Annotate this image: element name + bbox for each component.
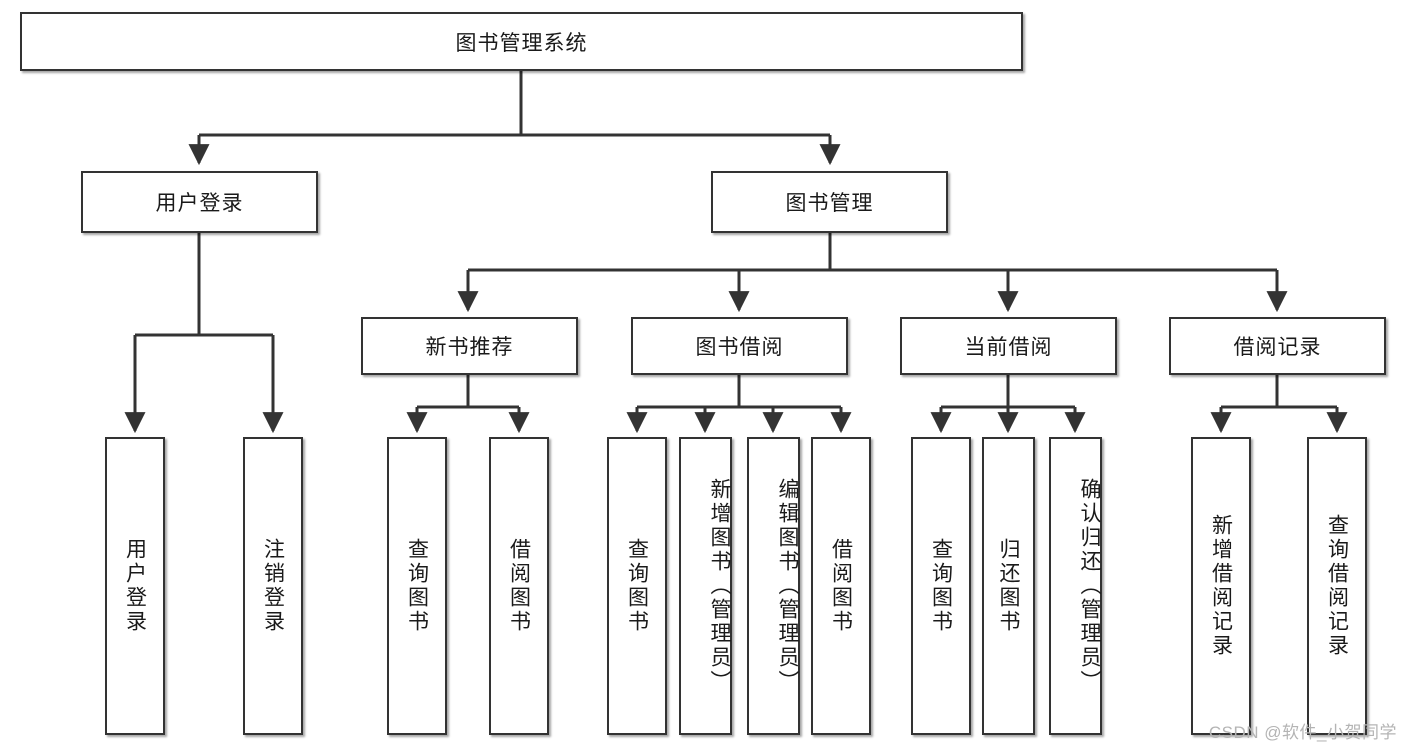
node-leaf-add-borrow-record-label: 新增借阅记录: [1209, 514, 1233, 658]
node-new-book-recommend-label: 新书推荐: [425, 336, 514, 359]
node-leaf-return-book[interactable]: 归还图书: [982, 437, 1035, 735]
node-leaf-query-book-3[interactable]: 查询图书: [911, 437, 971, 735]
node-leaf-user-login-label: 用户登录: [123, 538, 147, 634]
node-leaf-borrow-book-2[interactable]: 借阅图书: [811, 437, 871, 735]
node-leaf-logout-login-label: 注销登录: [261, 538, 285, 634]
node-leaf-edit-book-admin-label: 编辑图书（管理员）: [776, 478, 799, 694]
node-borrow-record-label: 借阅记录: [1233, 336, 1322, 359]
node-leaf-add-book-admin-label: 新增图书（管理员）: [708, 478, 731, 694]
node-book-management-label: 图书管理: [785, 192, 874, 215]
node-leaf-add-book-admin[interactable]: 新增图书（管理员）: [679, 437, 732, 735]
node-leaf-query-book-2-label: 查询图书: [625, 538, 649, 634]
node-user-login-label: 用户登录: [155, 192, 244, 215]
node-leaf-confirm-return-admin-label: 确认归还（管理员）: [1078, 478, 1101, 694]
node-leaf-user-login[interactable]: 用户登录: [105, 437, 165, 735]
node-leaf-logout-login[interactable]: 注销登录: [243, 437, 303, 735]
node-leaf-query-book-1-label: 查询图书: [405, 538, 429, 634]
node-current-borrow[interactable]: 当前借阅: [900, 317, 1117, 375]
node-current-borrow-label: 当前借阅: [964, 336, 1053, 359]
node-root-label: 图书管理系统: [455, 31, 588, 55]
node-root[interactable]: 图书管理系统: [20, 12, 1023, 71]
node-leaf-return-book-label: 归还图书: [997, 538, 1020, 634]
node-leaf-add-borrow-record[interactable]: 新增借阅记录: [1191, 437, 1251, 735]
node-leaf-query-book-3-label: 查询图书: [929, 538, 953, 634]
node-leaf-edit-book-admin[interactable]: 编辑图书（管理员）: [747, 437, 800, 735]
node-book-borrow-label: 图书借阅: [695, 336, 784, 359]
node-leaf-borrow-book-1[interactable]: 借阅图书: [489, 437, 549, 735]
node-book-borrow[interactable]: 图书借阅: [631, 317, 848, 375]
node-leaf-query-book-1[interactable]: 查询图书: [387, 437, 447, 735]
node-new-book-recommend[interactable]: 新书推荐: [361, 317, 578, 375]
node-leaf-query-book-2[interactable]: 查询图书: [607, 437, 667, 735]
node-leaf-query-borrow-record[interactable]: 查询借阅记录: [1307, 437, 1367, 735]
node-leaf-query-borrow-record-label: 查询借阅记录: [1325, 514, 1349, 658]
node-leaf-confirm-return-admin[interactable]: 确认归还（管理员）: [1049, 437, 1102, 735]
node-user-login[interactable]: 用户登录: [81, 171, 318, 233]
node-borrow-record[interactable]: 借阅记录: [1169, 317, 1386, 375]
node-leaf-borrow-book-2-label: 借阅图书: [829, 538, 853, 634]
node-leaf-borrow-book-1-label: 借阅图书: [507, 538, 531, 634]
node-book-management[interactable]: 图书管理: [711, 171, 948, 233]
